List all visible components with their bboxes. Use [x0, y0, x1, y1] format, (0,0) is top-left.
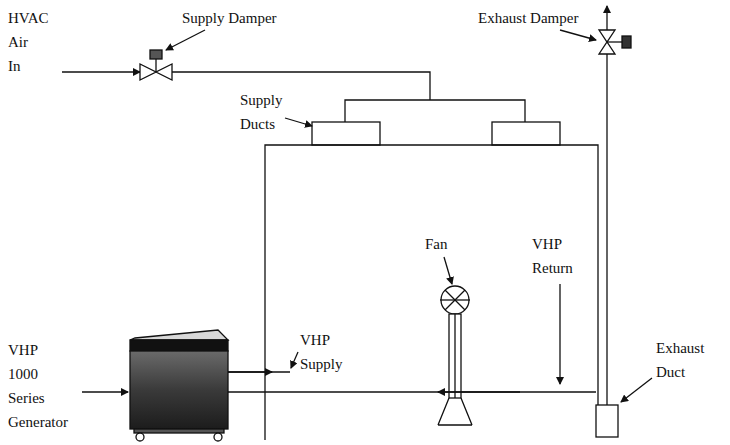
duct-label: Supply Ducts	[240, 88, 283, 136]
fan-label: Fan	[425, 232, 448, 256]
damper-label: Exhaust Damper	[478, 6, 578, 30]
pipe-label: VHP Return	[532, 232, 573, 280]
generator-label: VHP 1000 Series Generator	[8, 338, 68, 434]
duct-label: Exhaust Duct	[656, 336, 704, 384]
inlet-label: HVAC Air In	[8, 6, 49, 78]
pipe-label: VHP Supply	[300, 328, 343, 376]
damper-label: Supply Damper	[182, 6, 277, 30]
